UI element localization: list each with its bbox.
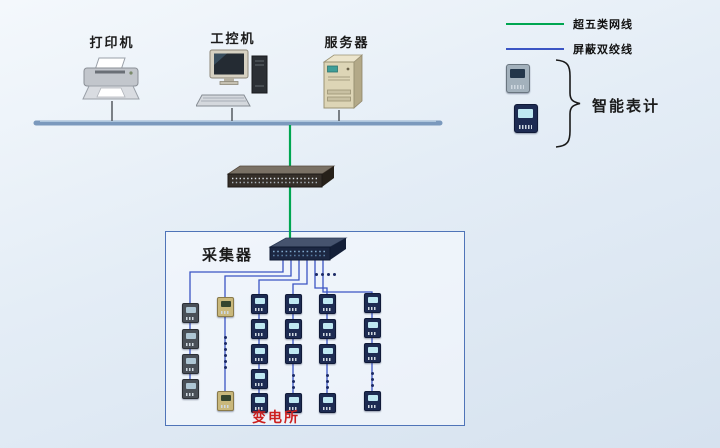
computer-icon: [195, 48, 276, 117]
smart-meters-label: 智能表计: [592, 99, 661, 115]
printer-icon: [80, 56, 144, 111]
stp-wire: [322, 260, 373, 400]
collector-icon: [266, 234, 352, 269]
ellipsis-dots-horizontal: [315, 273, 336, 276]
cat5-label: 超五类网线: [573, 19, 633, 31]
legend: 超五类网线 屏蔽双绞线: [506, 16, 633, 66]
smart-meter-icon-2: [514, 104, 538, 133]
stp-wire: [189, 260, 284, 388]
collector-label: 采集器: [202, 248, 254, 264]
printer-label: 打印机: [89, 35, 135, 50]
legend-row-stp: 屏蔽双绞线: [506, 41, 633, 57]
smart-meter-icon-1: [506, 64, 530, 93]
server-icon: [320, 52, 368, 119]
stp-line-swatch: [506, 48, 564, 50]
substation-label: 变电所: [252, 411, 300, 426]
stp-label: 屏蔽双绞线: [573, 44, 633, 56]
switch-icon: [224, 162, 338, 197]
computer-label: 工控机: [210, 31, 256, 46]
stp-wire: [224, 260, 292, 400]
cat5-line-swatch: [506, 23, 564, 25]
legend-row-cat5: 超五类网线: [506, 16, 633, 32]
stp-wire: [314, 260, 328, 402]
server-label: 服务器: [324, 35, 370, 50]
stp-wire: [258, 260, 300, 402]
stp-wire: [292, 260, 308, 402]
brace-icon: [555, 59, 581, 148]
